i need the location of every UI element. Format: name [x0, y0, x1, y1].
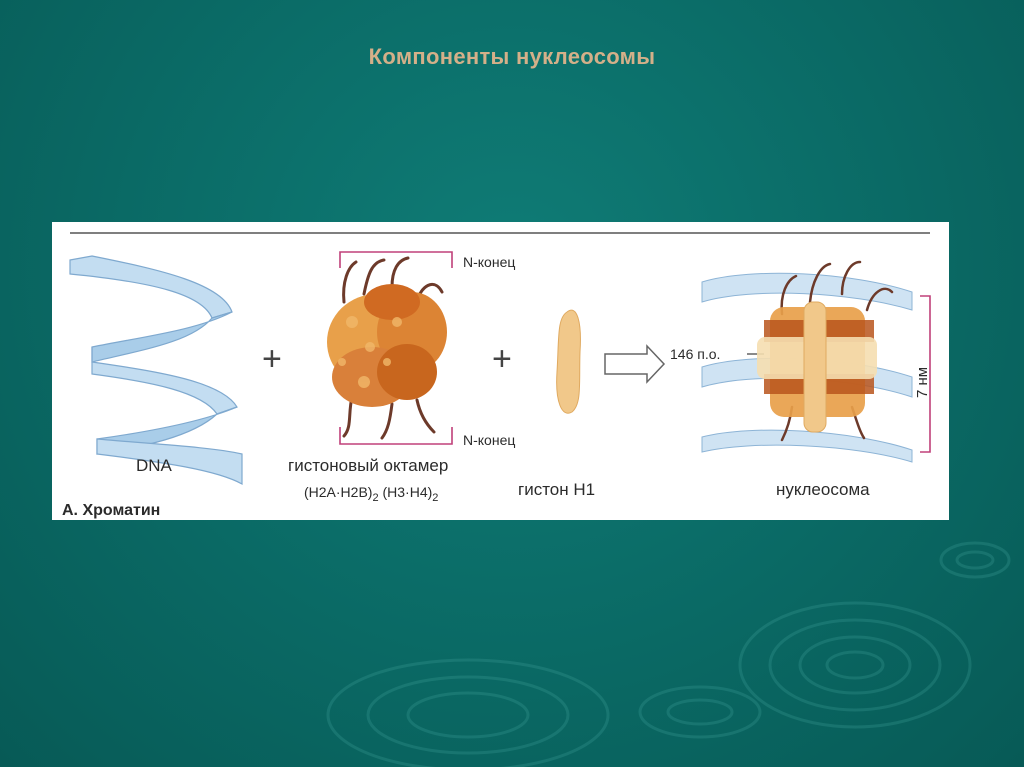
panel-caption: А. Хроматин	[62, 502, 161, 519]
plus-sign-2: +	[492, 340, 512, 378]
plus-sign-1: +	[262, 340, 282, 378]
figure-drawing	[69, 232, 931, 486]
dna-helix-drawing	[69, 255, 243, 486]
octamer-bracket	[339, 251, 453, 445]
nucleosome-drawing	[701, 260, 913, 463]
size-bracket	[920, 295, 931, 453]
histone-octamer-drawing	[327, 284, 447, 407]
octamer-formula-sub2: 2	[432, 492, 439, 504]
slide-title: Компоненты нуклеосомы	[368, 44, 656, 69]
histone-h1-label: гистон H1	[518, 480, 596, 499]
nucleosome-figure: + + N-конец N-конец DNA гистоновый октам…	[52, 222, 949, 520]
reaction-arrow	[604, 344, 666, 384]
n-terminus-top-label: N-конец	[463, 254, 516, 270]
histone-h1-drawing	[556, 309, 581, 414]
n-terminus-bottom-label: N-конец	[463, 432, 516, 448]
nucleosome-label: нуклеосома	[776, 480, 870, 499]
octamer-formula-sub1: 2	[372, 492, 379, 504]
octamer-formula-part2: (H3·H4)	[382, 484, 433, 500]
octamer-formula: (H2A·H2B)2 (H3·H4)2	[304, 484, 438, 504]
octamer-formula-part1: (H2A·H2B)	[304, 484, 373, 500]
bp-label: 146 п.о.	[670, 346, 721, 362]
dna-label: DNA	[136, 456, 172, 475]
octamer-label: гистоновый октамер	[288, 456, 449, 475]
size-label: 7 нм	[914, 366, 932, 399]
